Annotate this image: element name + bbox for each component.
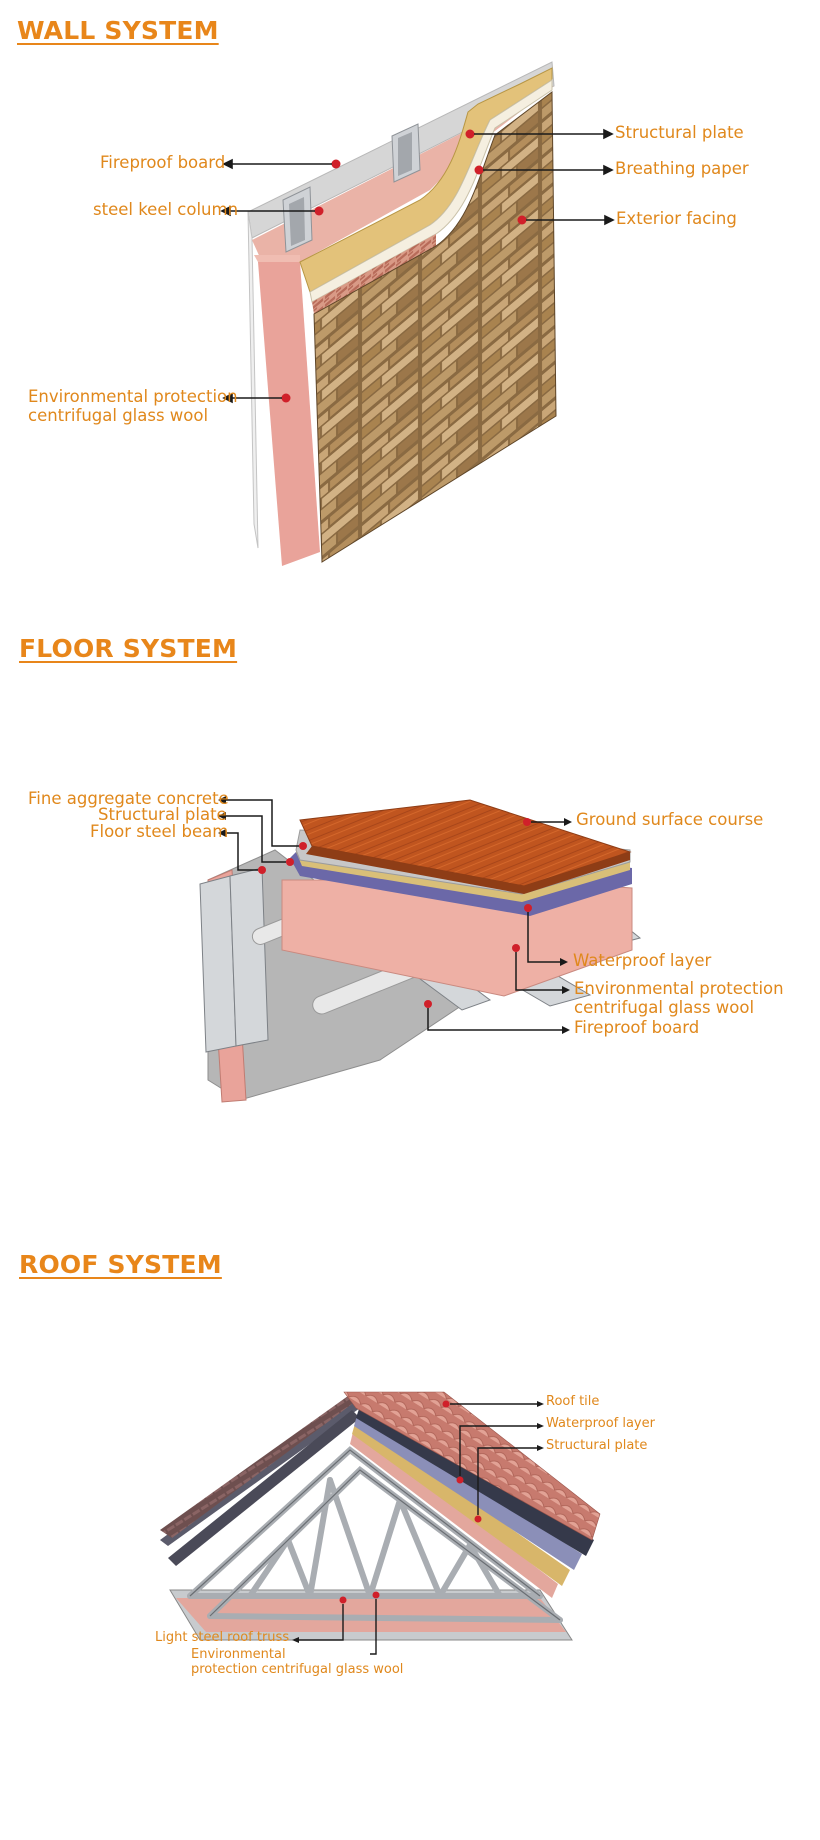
wall-breathing-paper-layer [309,79,553,303]
marker-floor-steel-beam [258,866,266,874]
marker-roof-glass-wool [372,1591,380,1599]
roof-leader-lines [296,1403,540,1655]
marker-roof-tile [442,1400,450,1408]
label-floor-fine-concrete: Fine aggregate concrete [28,789,229,808]
label-floor-ground-surface: Ground surface course [576,810,764,829]
roof-waterproof-layer [354,1412,582,1570]
floor-markers [258,818,532,1008]
roof-markers [339,1400,482,1604]
wall-system-title: WALL SYSTEM [17,16,219,45]
label-roof-structural-plate: Structural plate [546,1438,648,1453]
marker-roof-waterproof [456,1476,464,1484]
label-wall-steel-keel-column: steel keel column [93,200,239,219]
wall-exterior-facing-layer [313,91,557,563]
marker-floor-waterproof [524,904,532,912]
roof-system-title: ROOF SYSTEM [19,1250,222,1279]
roof-glass-wool-layer [350,1428,558,1598]
marker-roof-structural-plate [474,1515,482,1523]
floor-leader-lines [222,799,568,1031]
label-floor-steel-beam: Floor steel beam [90,822,229,841]
wall-steel-keel-columns [282,123,421,253]
wall-glass-wool-edge [258,262,320,566]
label-wall-structural-plate: Structural plate [615,123,744,142]
label-floor-fireproof: Fireproof board [574,1018,700,1037]
label-floor-waterproof: Waterproof layer [573,951,712,970]
roof-tile-layer [343,1391,601,1541]
label-wall-glass-wool: Environmental protection centrifugal gla… [28,387,238,425]
label-wall-breathing-paper: Breathing paper [615,159,749,178]
label-wall-exterior-facing: Exterior facing [616,209,737,228]
floor-system-diagram [199,796,642,1103]
marker-roof-truss [339,1596,347,1604]
marker-floor-structural-plate [286,858,294,866]
marker-floor-concrete [299,842,307,850]
label-floor-glass-wool: Environmental protection centrifugal gla… [574,979,784,1017]
marker-floor-glass-wool [512,944,520,952]
marker-wall-structural-plate [465,129,475,139]
wall-leader-lines [220,128,615,404]
marker-wall-fireproof-board [331,159,341,169]
floor-system-title: FLOOR SYSTEM [19,634,238,663]
wall-system-diagram [220,61,615,566]
label-roof-glass-wool: Environmental protection centrifugal gla… [191,1647,404,1677]
label-wall-fireproof-board: Fireproof board [100,153,226,172]
marker-wall-steel-keel [314,206,324,216]
marker-floor-ground-surface [523,818,531,826]
marker-wall-glass-wool [281,393,291,403]
floor-fireproof-board-layer [207,849,471,1101]
marker-floor-fireproof [424,1000,432,1008]
roof-system-diagram [160,1391,601,1655]
marker-wall-exterior-facing [517,215,527,225]
marker-wall-breathing-paper [474,165,484,175]
roof-structural-plate-layer [352,1420,570,1586]
label-roof-waterproof: Waterproof layer [546,1416,655,1431]
label-floor-structural-plate: Structural plate [98,805,227,824]
wall-markers [281,129,527,403]
label-roof-tile: Roof tile [546,1394,600,1409]
label-roof-truss: Light steel roof truss [155,1630,290,1645]
